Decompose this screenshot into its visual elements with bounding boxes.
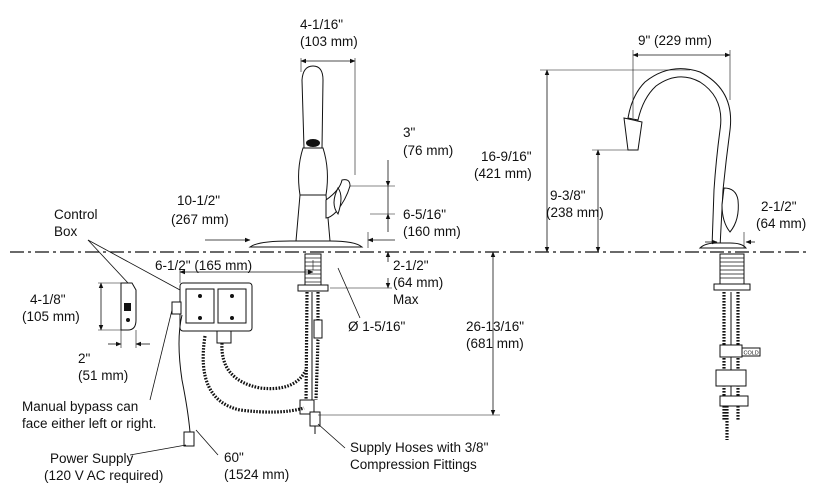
side-handle xyxy=(721,187,739,233)
side-mounting-nut xyxy=(713,283,751,291)
label-hole-dia: Ø 1-5/16" xyxy=(348,319,406,334)
label-side-width: 9" (229 mm) xyxy=(638,33,712,48)
hose-fitting-1 xyxy=(299,399,315,415)
label-spout-reach-in: 10-1/2" xyxy=(177,193,220,208)
label-handle-height-in: 6-5/16" xyxy=(403,207,446,222)
control-box-side xyxy=(120,282,137,331)
hose-weight xyxy=(313,319,323,339)
power-leader xyxy=(129,444,187,456)
label-box-height-mm: (105 mm) xyxy=(22,309,80,324)
label-box-depth-in: 2" xyxy=(78,351,91,366)
label-hoses-1: Supply Hoses with 3/8" xyxy=(350,440,489,455)
cold-tag xyxy=(741,347,761,357)
label-side-height-mm: (421 mm) xyxy=(474,166,532,181)
label-bypass-2: face either left or right. xyxy=(22,416,156,431)
label-side-spout-mm: (238 mm) xyxy=(546,205,604,220)
side-fitting-2 xyxy=(719,395,749,407)
label-below-deck-in: 26-13/16" xyxy=(466,319,524,334)
label-side-spout-in: 9-3/8" xyxy=(550,188,586,203)
label-power-2: (120 V AC required) xyxy=(44,468,163,483)
box-hose-1 xyxy=(220,342,308,391)
label-cord-in: 60" xyxy=(224,450,244,465)
label-side-base-in: 2-1/2" xyxy=(761,199,797,214)
spray-face xyxy=(306,139,320,147)
front-faucet xyxy=(248,65,364,434)
power-cord xyxy=(178,314,191,433)
label-side-base-mm: (64 mm) xyxy=(756,216,806,231)
supply-hose-2 xyxy=(314,292,322,401)
label-top-width-mm: (103 mm) xyxy=(300,34,358,49)
label-spout-reach-mm: (267 mm) xyxy=(171,212,229,227)
side-escutcheon xyxy=(698,242,748,249)
control-box xyxy=(171,282,308,447)
spray-head xyxy=(301,65,324,149)
cord-leader xyxy=(195,429,219,456)
label-shank-max: Max xyxy=(393,292,419,307)
label-side-height-in: 16-9/16" xyxy=(481,149,532,164)
label-box-offset: 6-1/2" (165 mm) xyxy=(155,258,252,273)
label-top-width-in: 4-1/16" xyxy=(300,17,343,32)
box-outlet xyxy=(216,330,232,344)
side-faucet: COLD xyxy=(623,68,761,440)
hoses-leader xyxy=(317,423,346,449)
label-box-height-in: 4-1/8" xyxy=(30,292,66,307)
faucet-body xyxy=(298,147,328,196)
control-box-leader-1 xyxy=(87,239,129,284)
side-spout xyxy=(627,68,732,248)
label-control-box-1: Control xyxy=(54,207,98,222)
escutcheon-plate xyxy=(248,240,364,248)
box-hose-2 xyxy=(201,335,305,414)
label-handle-reach-mm: (76 mm) xyxy=(403,143,453,158)
bypass-leader xyxy=(149,309,173,401)
hose-fitting-2 xyxy=(309,411,321,427)
side-fitting-block xyxy=(715,369,747,387)
label-handle-reach-in: 3" xyxy=(403,125,416,140)
label-shank-mm: (64 mm) xyxy=(393,275,443,290)
power-plug xyxy=(183,431,195,447)
mounting-nut xyxy=(297,284,329,292)
label-box-depth-mm: (51 mm) xyxy=(78,368,128,383)
label-control-box-2: Box xyxy=(54,224,78,239)
label-power-1: Power Supply xyxy=(50,451,134,466)
faucet-shank xyxy=(304,253,322,289)
faucet-base xyxy=(295,194,331,242)
hole-dia-leader xyxy=(337,267,361,319)
side-spray-head xyxy=(623,117,643,151)
manual-bypass-knob xyxy=(171,301,182,315)
control-box-leader-2 xyxy=(87,239,181,291)
label-handle-height-mm: (160 mm) xyxy=(403,224,461,239)
side-tag-holder xyxy=(719,344,743,358)
label-bypass-1: Manual bypass can xyxy=(22,399,138,414)
label-hoses-2: Compression Fittings xyxy=(350,457,477,472)
supply-hose-1 xyxy=(304,291,309,406)
cold-tag-label: COLD xyxy=(744,351,759,357)
label-below-deck-mm: (681 mm) xyxy=(466,336,524,351)
label-cord-mm: (1524 mm) xyxy=(224,467,289,482)
label-shank-in: 2-1/2" xyxy=(393,258,429,273)
